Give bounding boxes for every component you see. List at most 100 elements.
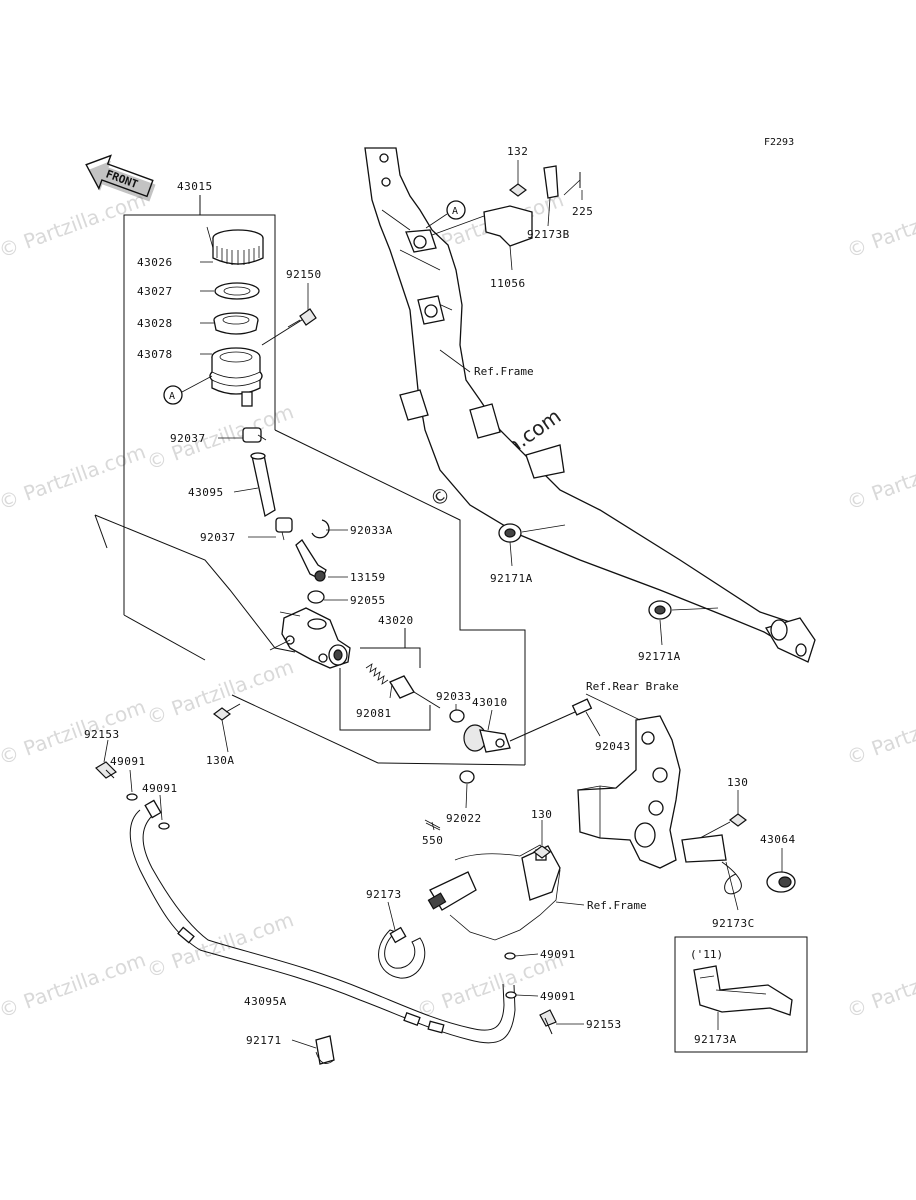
push-rod-43010 <box>463 711 576 753</box>
label-11056: 11056 <box>490 277 526 290</box>
o-ring-92055 <box>307 590 325 604</box>
reservoir <box>209 347 263 407</box>
label-92173c: 92173C <box>712 917 755 930</box>
banjo-bolt-92153-left <box>95 761 117 779</box>
label-43027: 43027 <box>137 285 173 298</box>
clamp-92171 <box>315 1035 335 1065</box>
watermark: © Partzilla.com <box>844 187 916 262</box>
rear-brake-bracket <box>577 715 681 869</box>
label-49091-right-b: 49091 <box>540 990 576 1003</box>
piston <box>389 675 441 709</box>
circlip-92033a <box>311 519 330 539</box>
watermark: © Partzilla.com <box>844 694 916 769</box>
bolt-130-mid <box>533 845 551 859</box>
watermark: © Partzilla.com <box>0 947 149 1022</box>
banjo-bolt-92153-right <box>539 1009 557 1035</box>
watermark: © Partzilla.com <box>844 439 916 514</box>
bracket-92173b <box>543 165 559 199</box>
bolt-130-right <box>699 813 747 839</box>
bracket-92173c <box>681 834 742 895</box>
label-92022: 92022 <box>446 812 482 825</box>
label-550: 550 <box>422 834 443 847</box>
label-92173a: 92173A <box>694 1033 737 1046</box>
watermark: © Partzilla.com <box>144 399 297 474</box>
reference-marker-a-right: A <box>425 200 466 229</box>
label-130-mid: 130 <box>531 808 552 821</box>
plate-11056 <box>431 205 533 247</box>
label-130-right: 130 <box>727 776 748 789</box>
label-43015: 43015 <box>177 180 213 193</box>
watermark: © Partzilla.com <box>844 947 916 1022</box>
label-43026: 43026 <box>137 256 173 269</box>
piston-kit-bracket <box>339 628 431 731</box>
label-130a: 130A <box>206 754 235 767</box>
brake-hose-43095a <box>129 799 516 1044</box>
label-92037-top: 92037 <box>170 432 206 445</box>
clamp-92037-lower <box>275 517 293 541</box>
diaphragm-plate <box>214 282 260 300</box>
label-92081: 92081 <box>356 707 392 720</box>
clamp-92037-top <box>242 427 267 443</box>
reference-marker-a-left-label: A <box>169 391 175 402</box>
washer-49091-left-b <box>158 822 170 830</box>
bracket-92173 <box>378 871 477 979</box>
spring-92081 <box>365 663 389 685</box>
label-43028: 43028 <box>137 317 173 330</box>
notes: Ref.Frame Ref.Rear Brake Ref.Frame ('11) <box>474 365 723 961</box>
label-92171: 92171 <box>246 1034 282 1047</box>
clamp-92171a-1 <box>498 523 566 543</box>
label-43078: 43078 <box>137 348 173 361</box>
bolt-130a <box>213 703 241 721</box>
label-43095a: 43095A <box>244 995 287 1008</box>
note-year: ('11) <box>690 948 723 961</box>
label-49091-left-b: 49091 <box>142 782 178 795</box>
master-cylinder-body <box>269 607 351 669</box>
reservoir-cap <box>212 229 264 265</box>
label-92055: 92055 <box>350 594 386 607</box>
label-132: 132 <box>507 145 528 158</box>
washer-49091-left-a <box>126 793 138 801</box>
year-variant-box <box>674 936 808 1053</box>
label-43020: 43020 <box>378 614 414 627</box>
screw-225 <box>563 172 581 196</box>
label-43064: 43064 <box>760 833 796 846</box>
reference-marker-a-right-label: A <box>452 206 458 217</box>
pin-92043 <box>571 698 593 716</box>
label-49091-left-a: 49091 <box>110 755 146 768</box>
label-92043: 92043 <box>595 740 631 753</box>
bolt-92150 <box>261 308 317 346</box>
label-92037-lower: 92037 <box>200 531 236 544</box>
clamp-92171a-2 <box>648 600 719 620</box>
watermark: © Partzilla.com <box>144 907 297 982</box>
label-92153-right: 92153 <box>586 1018 622 1031</box>
label-49091-right-a: 49091 <box>540 948 576 961</box>
assembly-bracket-43015 <box>94 195 526 766</box>
label-43010: 43010 <box>472 696 508 709</box>
washer-49091-right-b <box>505 991 517 999</box>
circlip-92033 <box>449 709 465 723</box>
label-92171a-2: 92171A <box>638 650 681 663</box>
label-92153-left: 92153 <box>84 728 120 741</box>
diaphragm <box>213 312 259 335</box>
label-225: 225 <box>572 205 593 218</box>
note-ref-frame-lower: Ref.Frame <box>587 899 647 912</box>
note-ref-frame-top: Ref.Frame <box>474 365 534 378</box>
elbow-13159 <box>295 539 327 582</box>
bolt-132 <box>509 183 527 197</box>
figure-code: F2293 <box>764 137 794 148</box>
label-92173b: 92173B <box>527 228 570 241</box>
label-13159: 13159 <box>350 571 386 584</box>
label-92033a: 92033A <box>350 524 393 537</box>
note-ref-rear-brake: Ref.Rear Brake <box>586 680 679 693</box>
label-43095: 43095 <box>188 486 224 499</box>
part-labels: 43015 43026 43027 43028 43078 92150 9203… <box>84 145 796 1047</box>
hose-43095 <box>250 452 276 518</box>
watermark: © Partzilla.com <box>0 439 149 514</box>
leader-lines <box>103 160 783 1049</box>
washer-49091-right-a <box>504 952 516 960</box>
label-92150: 92150 <box>286 268 322 281</box>
label-92033: 92033 <box>436 690 472 703</box>
reference-marker-a-left: A <box>163 375 213 405</box>
watermark: © Partzilla.com <box>0 187 149 262</box>
